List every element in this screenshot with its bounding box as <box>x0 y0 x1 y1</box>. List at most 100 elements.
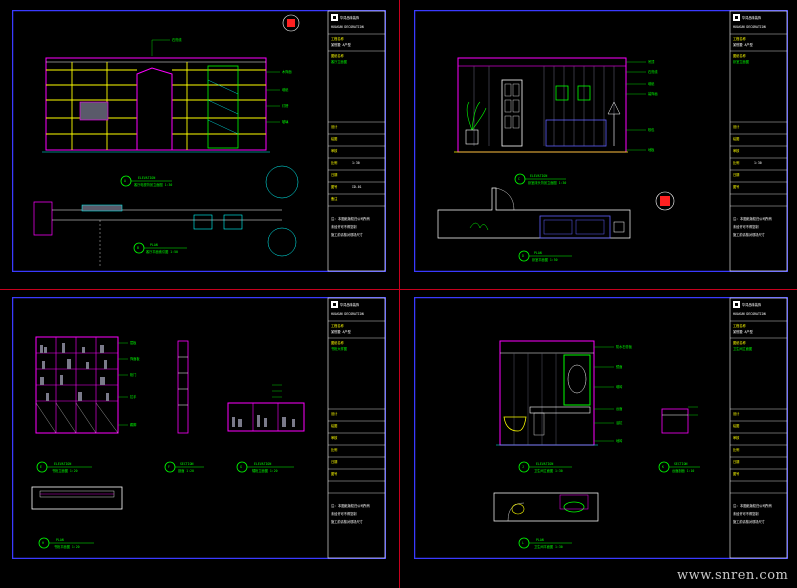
view-title: ELEVATION <box>254 462 271 466</box>
annotation: 柜门 <box>130 372 136 377</box>
annotation: 木饰面 <box>282 69 292 74</box>
view-subtitle: 卧室床头背景立面图 1:30 <box>528 180 566 185</box>
annotation: 地砖 <box>616 438 623 443</box>
project-label: 工程名称 <box>331 36 345 41</box>
project-value: 某别墅 A户型 <box>733 42 754 47</box>
view-subtitle: 矮柜立面图 1:20 <box>252 468 278 473</box>
company-logo-icon <box>331 301 338 308</box>
title-note: 注: 本图纸版权归公司所有 <box>733 216 772 221</box>
project-label: 工程名称 <box>733 323 747 328</box>
drawing-label: 图纸名称 <box>733 340 747 345</box>
title-note: 注: 本图纸版权归公司所有 <box>733 503 772 508</box>
living-room-elevation[interactable] <box>42 57 270 153</box>
title-note: 未经许可不得复制 <box>733 511 759 516</box>
annotation: 墙纸 <box>648 81 655 86</box>
arch-doorway <box>136 67 173 150</box>
company-logo-icon <box>733 301 740 308</box>
section-marker-icon <box>518 250 572 262</box>
vanity-section[interactable] <box>661 408 689 434</box>
company-name: 华浔品味装饰 <box>340 302 359 307</box>
tv-panel <box>79 101 109 121</box>
bookcase-plan[interactable] <box>31 486 123 510</box>
view-number: J <box>522 465 524 469</box>
bedroom-plan[interactable] <box>437 187 631 239</box>
field-label: 图号 <box>331 184 337 189</box>
view-title: ELEVATION <box>530 174 547 178</box>
sheet-frame <box>12 297 386 559</box>
title-note: 未经许可不得复制 <box>331 511 357 516</box>
potted-plant <box>465 101 487 145</box>
company-name: 华浔品味装饰 <box>742 302 761 307</box>
glass-cabinet <box>207 65 239 149</box>
view-subtitle: 卫生间立面图 1:30 <box>534 468 563 473</box>
annotation: 浴缸 <box>616 420 623 425</box>
field-label: 绘图 <box>733 136 739 141</box>
company-logo-icon <box>331 14 338 21</box>
view-title: ELEVATION <box>138 176 155 180</box>
drawing-sheet-3[interactable]: 华浔品味装饰 HUAXUN DECORATION 工程名称 某别墅 A户型 图纸… <box>12 297 386 559</box>
view-number: K <box>662 465 664 469</box>
title-block <box>327 297 386 559</box>
annotation: 灯槽 <box>282 103 289 108</box>
sheet-4-canvas: 华浔品味装饰 HUAXUN DECORATION 工程名称 某别墅 A户型 图纸… <box>414 297 788 559</box>
view-number: F <box>168 465 170 469</box>
sheet-1-canvas: 华浔品味装饰 HUAXUN DECORATION 工程名称 某别墅 A户型 图纸… <box>12 10 386 272</box>
low-cabinet-elevation[interactable] <box>227 402 305 432</box>
sheet-2-canvas: 华浔品味装饰 HUAXUN DECORATION 工程名称 某别墅 A户型 图纸… <box>414 10 788 272</box>
field-label: 设计 <box>733 411 740 416</box>
bookcase-section[interactable] <box>177 340 189 434</box>
bathtub <box>503 416 527 432</box>
title-block <box>729 10 788 272</box>
section-marker-icon <box>38 537 94 549</box>
field-label: 比例 <box>733 447 739 452</box>
view-title: ELEVATION <box>536 462 553 466</box>
mirror <box>563 354 591 406</box>
sheet-frame <box>12 10 386 272</box>
company-name: 华浔品味装饰 <box>742 15 761 20</box>
drawing-label: 图纸名称 <box>331 340 345 345</box>
title-note: 未经许可不得复制 <box>733 224 759 229</box>
field-label: 设计 <box>331 411 338 416</box>
section-marker-icon <box>518 461 572 473</box>
drawing-sheet-1[interactable]: 华浔品味装饰 HUAXUN DECORATION 工程名称 某别墅 A户型 图纸… <box>12 10 386 272</box>
drawing-sheet-2[interactable]: 华浔品味装饰 HUAXUN DECORATION 工程名称 某别墅 A户型 图纸… <box>414 10 788 272</box>
annotation: 石膏线 <box>648 69 658 74</box>
field-value: ID-01 <box>352 185 362 189</box>
picture-frame <box>577 85 591 101</box>
view-title: PLAN <box>150 243 158 247</box>
section-marker-icon <box>120 175 172 187</box>
living-room-plan[interactable] <box>33 201 282 268</box>
section-marker-icon <box>164 461 204 473</box>
field-label: 备注 <box>331 196 338 201</box>
floor-lamp <box>607 101 621 146</box>
annotation: 石膏线 <box>172 37 182 42</box>
field-label: 绘图 <box>331 136 337 141</box>
detail-callout <box>265 165 299 199</box>
view-subtitle: 客厅平面索引图 1:50 <box>146 249 178 254</box>
view-subtitle: 剖面 1:20 <box>178 468 194 473</box>
sofa <box>545 119 607 147</box>
project-value: 某别墅 A户型 <box>733 329 754 334</box>
bedroom-elevation[interactable] <box>454 57 628 153</box>
annotation: 防水石膏板 <box>616 344 633 349</box>
drawing-name: 书柜大样图 <box>331 346 347 351</box>
view-title: PLAN <box>536 538 544 542</box>
bathroom-plan[interactable] <box>493 492 599 522</box>
annotation: 软包 <box>648 127 655 132</box>
field-label: 绘图 <box>733 423 739 428</box>
drawing-label: 图纸名称 <box>733 53 747 58</box>
section-marker-icon <box>658 461 700 473</box>
view-subtitle: 卧室平面图 1:50 <box>532 257 558 262</box>
annotation: 镜面 <box>616 364 622 369</box>
view-title: SECTION <box>180 462 194 466</box>
vanity-top <box>529 406 591 414</box>
title-block <box>729 297 788 559</box>
bookcase-elevation[interactable] <box>35 336 119 434</box>
bathroom-elevation[interactable] <box>496 340 598 446</box>
drawing-sheet-4[interactable]: 华浔品味装饰 HUAXUN DECORATION 工程名称 某别墅 A户型 图纸… <box>414 297 788 559</box>
section-marker-icon <box>133 242 187 254</box>
picture-frame <box>555 85 569 101</box>
view-title: ELEVATION <box>54 462 71 466</box>
door <box>501 79 523 147</box>
annotation: 吊顶 <box>648 60 655 64</box>
